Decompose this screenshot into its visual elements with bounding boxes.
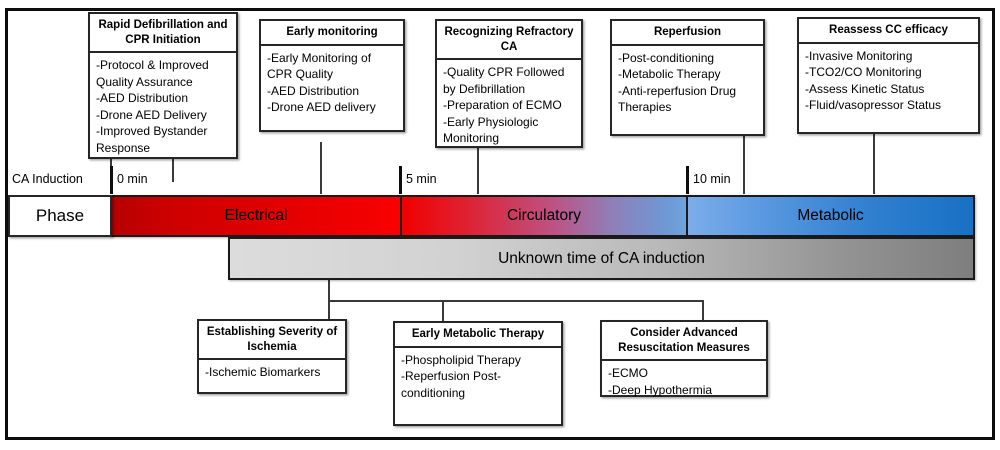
box-item: -Phospholipid Therapy [401,352,521,367]
connector-top-box-3 [320,142,322,194]
connector-top-box-2 [172,150,174,182]
box-body: -Protocol & Improved Quality Assurance -… [90,53,236,160]
unknown-time-bar: Unknown time of CA induction [228,237,975,280]
top-box-reperfusion[interactable]: Reperfusion -Post-conditioning -Metaboli… [610,19,765,136]
top-box-rapid-defibrillation[interactable]: Rapid Defibrillation and CPR Initiation … [88,12,238,159]
box-item: -Deep Hypothermia [608,382,713,397]
connector-bottom-bus [328,300,704,302]
label-ca-induction: CA Induction [12,172,83,186]
tick-10-min [686,166,689,194]
unknown-time-label: Unknown time of CA induction [498,249,705,267]
bottom-box-establishing-severity[interactable]: Establishing Severity of Ischemia -Ische… [197,319,347,394]
label-10-min: 10 min [693,172,731,186]
box-title: Early Metabolic Therapy [395,323,561,348]
box-item: -Anti-reperfusion Drug Therapies [618,83,737,115]
box-body: -Invasive Monitoring -TCO2/CO Monitoring… [799,44,978,118]
top-box-early-monitoring[interactable]: Early monitoring -Early Monitoring of CP… [259,19,405,132]
box-item: -Reperfusion Post-conditioning [401,369,502,400]
phase-key-label: Phase [35,206,85,225]
box-item: -Invasive Monitoring [805,48,913,63]
box-item: -Drone AED delivery [267,100,376,114]
box-title: Reperfusion [612,21,763,46]
tick-5-min [399,166,402,194]
box-title: Recognizing Refractory CA [437,21,581,60]
box-item: -AED Distribution [267,83,360,98]
connector-top-box-6 [873,134,875,194]
box-item: -TCO2/CO Monitoring [805,65,922,79]
connector-bottom-box-3 [702,300,704,322]
box-body: -Phospholipid Therapy -Reperfusion Post-… [395,348,561,406]
box-title: Early monitoring [261,21,403,46]
phase-label-circulatory: Circulatory [506,207,582,224]
top-box-reassess-cc-efficacy[interactable]: Reassess CC efficacy -Invasive Monitorin… [797,17,980,134]
phase-segment-electrical: Electrical [112,197,402,235]
diagram-outer-frame [5,8,995,440]
bottom-box-early-metabolic-therapy[interactable]: Early Metabolic Therapy -Phospholipid Th… [393,321,563,426]
phase-segment-metabolic: Metabolic [688,197,973,235]
top-box-recognizing-refractory-ca[interactable]: Recognizing Refractory CA -Quality CPR F… [435,19,583,148]
box-body: -Ischemic Biomarkers [199,360,345,385]
box-title: Reassess CC efficacy [799,19,978,44]
phase-label-electrical: Electrical [224,207,288,224]
box-body: -Post-conditioning -Metabolic Therapy -A… [612,46,763,120]
box-body: -ECMO -Deep Hypothermia [602,361,766,402]
box-item: -Early Physiologic Monitoring [443,114,539,146]
phase-key-box: Phase [8,195,112,237]
box-item: -Metabolic Therapy [618,67,721,81]
phase-timeline-bar: Electrical Circulatory Metabolic [110,195,975,237]
box-title: Consider Advanced Resuscitation Measures [602,322,766,361]
box-item: -Ischemic Biomarkers [205,365,321,379]
phase-label-metabolic: Metabolic [797,207,864,224]
label-0-min: 0 min [117,172,148,186]
box-body: -Quality CPR Followed by Defibrillation … [437,60,581,151]
connector-bottom-box-2 [442,300,444,322]
box-title: Rapid Defibrillation and CPR Initiation [90,14,236,53]
bottom-box-consider-advanced-resuscitation[interactable]: Consider Advanced Resuscitation Measures… [600,320,768,397]
box-body: -Early Monitoring of CPR Quality -AED Di… [261,46,403,120]
box-item: -Preparation of ECMO [443,98,562,112]
box-item: -Quality CPR Followed by Defibrillation [443,65,565,96]
box-item: -AED Distribution [96,91,189,105]
label-5-min: 5 min [406,172,437,186]
connector-top-box-4 [477,148,479,194]
box-item: -Fluid/vasopressor Status [805,98,942,112]
box-item: -Protocol & Improved Quality Assurance [96,58,209,89]
connector-bottom-box-1 [328,300,330,322]
box-item: -Early Monitoring of CPR Quality [267,50,372,82]
connector-gray-bar-drop [328,280,330,302]
phase-segment-circulatory: Circulatory [402,197,688,235]
box-item: -Improved Bystander Response [96,124,208,155]
box-item: -Post-conditioning [618,50,715,65]
connector-top-box-5 [743,136,745,194]
box-item: -ECMO [608,366,648,380]
box-item: -Drone AED Delivery [96,107,207,122]
box-item: -Assess Kinetic Status [805,81,925,96]
box-title: Establishing Severity of Ischemia [199,321,345,360]
tick-0-min [110,166,113,194]
